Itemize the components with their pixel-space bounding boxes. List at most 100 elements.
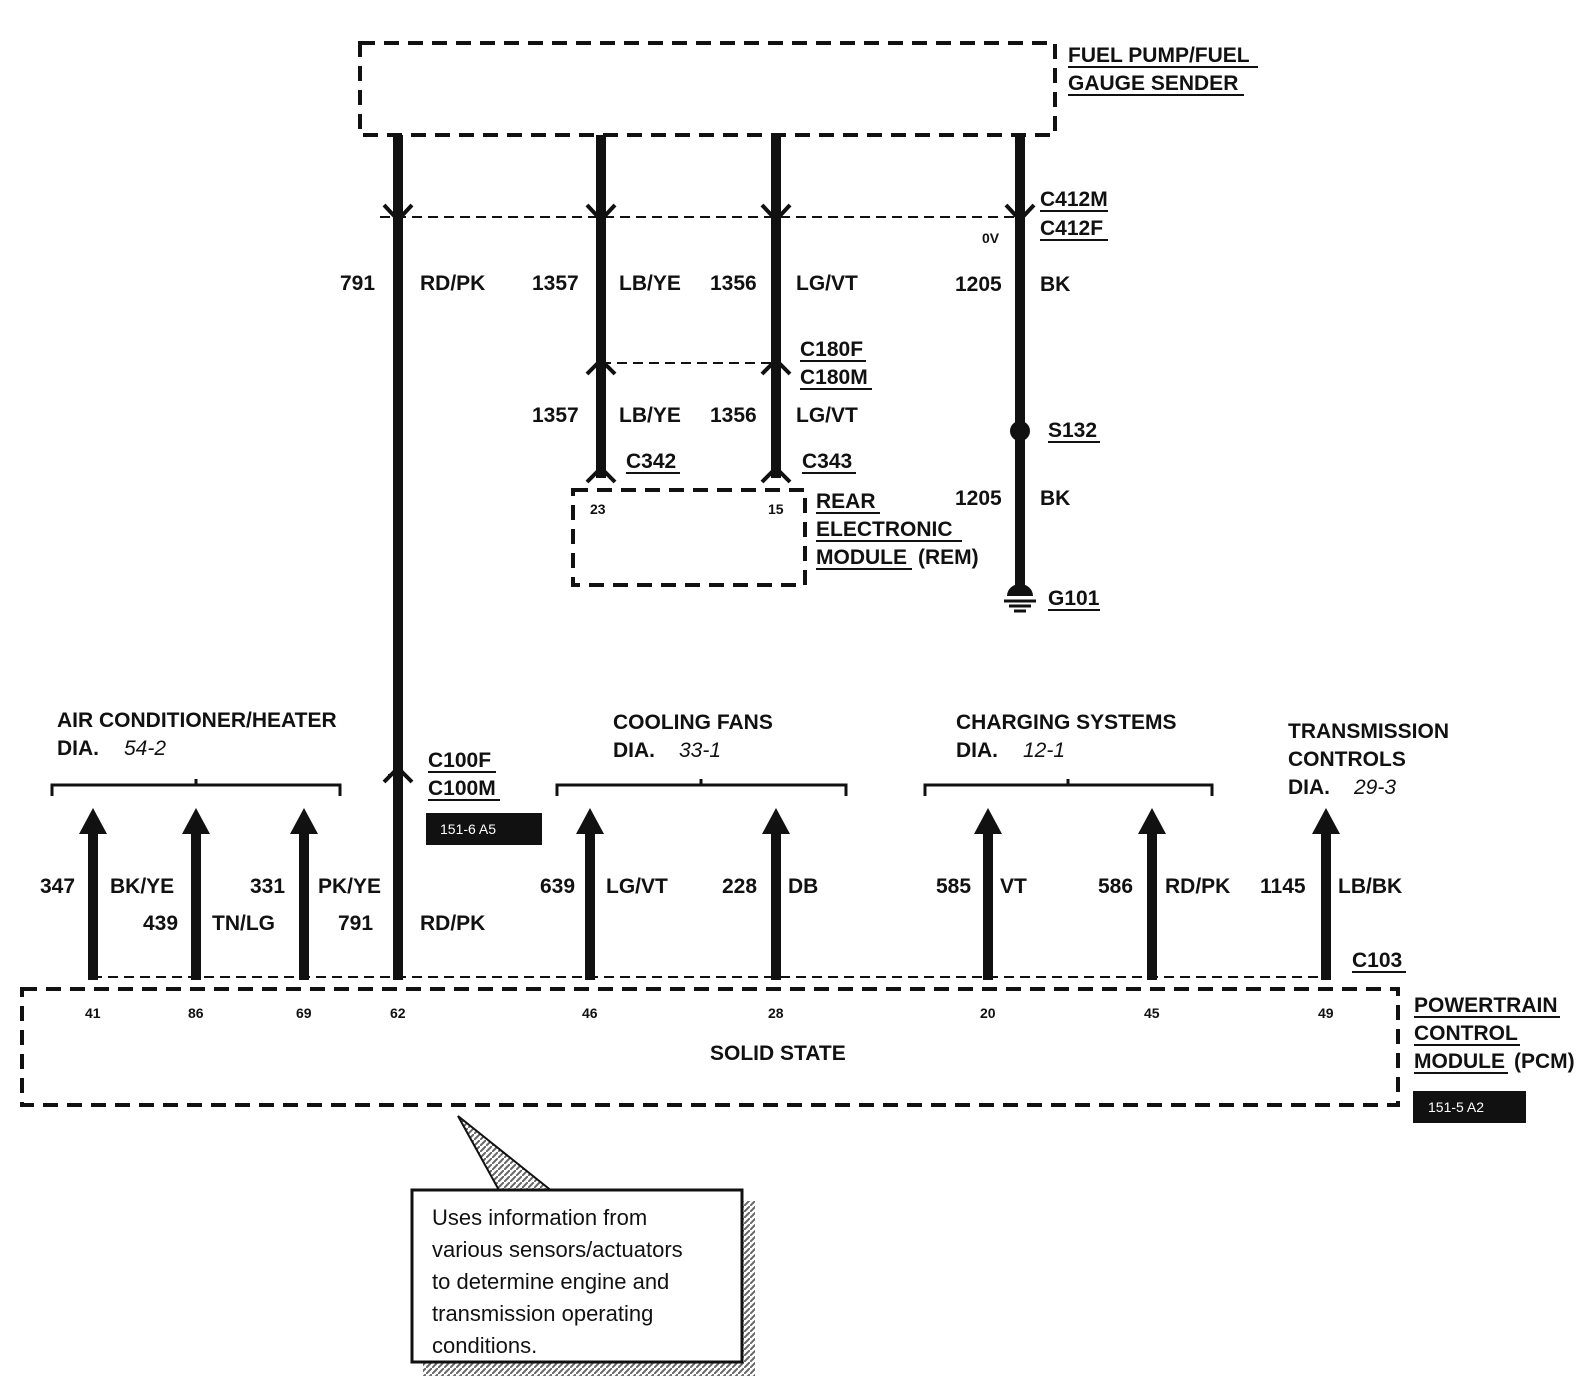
- charging-group-dia: DIA.: [956, 739, 998, 762]
- pcm-pin-45: 45: [1144, 1005, 1160, 1021]
- arrow-up-icon: [290, 808, 318, 834]
- ground-g101-label: G101: [1048, 587, 1100, 610]
- fuel-pump-label-line2: GAUGE SENDER: [1068, 72, 1238, 95]
- rem-pin-b: 15: [768, 501, 784, 517]
- wire-1356-lower-circuit: 1356: [710, 404, 757, 427]
- pcm-pin-46: 46: [582, 1005, 598, 1021]
- ac-group-bracket: [50, 779, 342, 796]
- c103-label: C103: [1352, 949, 1402, 972]
- pcm-pin-28: 28: [768, 1005, 784, 1021]
- arrow-up-icon: [576, 808, 604, 834]
- pcm-wire-586-color: RD/PK: [1165, 875, 1230, 898]
- c343-label: C343: [802, 450, 852, 473]
- pcm-wire-586-circuit: 586: [1098, 875, 1133, 898]
- splice-s132-dot: [1010, 421, 1030, 441]
- ground-wire-color: BK: [1040, 487, 1070, 510]
- pcm-wire-228-circuit: 228: [722, 875, 757, 898]
- pcm-wire-439-color: TN/LG: [212, 912, 275, 935]
- pcm-wire-1145-color: LB/BK: [1338, 875, 1402, 898]
- pcm-pin-41: 41: [85, 1005, 101, 1021]
- pcm-label-line1: POWERTRAIN: [1414, 994, 1558, 1017]
- arrow-up-icon: [974, 808, 1002, 834]
- pcm-label-suffix: (PCM): [1514, 1050, 1575, 1073]
- pcm-pin-86: 86: [188, 1005, 204, 1021]
- arrow-up-icon: [182, 808, 210, 834]
- rem-label-line3: MODULE: [816, 546, 907, 569]
- trans-group-dia: DIA.: [1288, 776, 1330, 799]
- splice-s132-label: S132: [1048, 419, 1097, 442]
- pcm-wire-331-color: PK/YE: [318, 875, 381, 898]
- note-pointer: [457, 1115, 556, 1193]
- trans-group-line2: CONTROLS: [1288, 748, 1406, 771]
- pcm-wire-228-color: DB: [788, 875, 818, 898]
- note-line-2: various sensors/actuators: [432, 1237, 683, 1262]
- wire-1357-circuit: 1357: [532, 272, 579, 295]
- pcm-wire-group: [79, 808, 1340, 980]
- rem-label-suffix: (REM): [918, 546, 979, 569]
- arrow-c343: [760, 465, 792, 484]
- pcm-pin-20: 20: [980, 1005, 996, 1021]
- fans-group-title: COOLING FANS: [613, 711, 773, 734]
- wire-1357-lower-circuit: 1357: [532, 404, 579, 427]
- pcm-wire-791-circuit: 791: [338, 912, 373, 935]
- ac-group-title: AIR CONDITIONER/HEATER: [57, 709, 337, 732]
- ground-symbol-icon: [1004, 584, 1036, 613]
- c180-bottom-label: C180M: [800, 366, 868, 389]
- ac-group-dia: DIA.: [57, 737, 99, 760]
- pcm-wire-347-circuit: 347: [40, 875, 75, 898]
- fuel-pump-label-line1: FUEL PUMP/FUEL: [1068, 44, 1250, 67]
- c412-bottom-label: C412F: [1040, 217, 1103, 240]
- rem-box: [571, 488, 807, 587]
- pcm-wire-639-color: LG/VT: [606, 875, 668, 898]
- note-line-3: to determine engine and: [432, 1269, 669, 1294]
- pcm-wire-1145-circuit: 1145: [1260, 875, 1306, 898]
- pcm-pin-62: 62: [390, 1005, 406, 1021]
- rem-pin-a: 23: [590, 501, 606, 517]
- arrow-c100: [382, 765, 414, 784]
- pcm-wire-347-color: BK/YE: [110, 875, 174, 898]
- arrow-c412-1357: [585, 203, 617, 223]
- fans-group-dia: DIA.: [613, 739, 655, 762]
- ground-wire-circuit: 1205: [955, 487, 1002, 510]
- note-box: [410, 1188, 744, 1364]
- pcm-pin-69: 69: [296, 1005, 312, 1021]
- arrow-c412-791: [382, 203, 414, 223]
- wire-791-circuit: 791: [340, 272, 375, 295]
- charging-group-title: CHARGING SYSTEMS: [956, 711, 1177, 734]
- note-line-4: transmission operating: [432, 1301, 653, 1326]
- trans-group-num: 29-3: [1353, 776, 1396, 799]
- wire-1205-circuit: 1205: [955, 273, 1002, 296]
- wire-1205-color: BK: [1040, 273, 1070, 296]
- trans-group-line1: TRANSMISSION: [1288, 720, 1449, 743]
- pcm-state-text: SOLID STATE: [710, 1042, 846, 1065]
- pcm-wire-331-circuit: 331: [250, 875, 285, 898]
- wire-1357-color: LB/YE: [619, 272, 681, 295]
- pcm-wire-439-circuit: 439: [143, 912, 178, 935]
- rem-label-line2: ELECTRONIC: [816, 518, 953, 541]
- c180-top-label: C180F: [800, 338, 863, 361]
- arrow-c342: [585, 465, 617, 484]
- wire-1356-circuit: 1356: [710, 272, 757, 295]
- arrow-up-icon: [1312, 808, 1340, 834]
- arrow-up-icon: [762, 808, 790, 834]
- arrow-c180-1357: [585, 357, 617, 376]
- c100-ref-text: 151-6 A5: [440, 821, 496, 837]
- wire-1356-lower-color: LG/VT: [796, 404, 858, 427]
- rem-label-line1: REAR: [816, 490, 876, 513]
- note-line-1: Uses information from: [432, 1205, 647, 1230]
- arrow-up-icon: [79, 808, 107, 834]
- pcm-label-line2: CONTROL: [1414, 1022, 1518, 1045]
- pcm-ref-tag: [1413, 1091, 1526, 1123]
- fuel-pump-box: [358, 41, 1057, 137]
- c342-label: C342: [626, 450, 676, 473]
- c100-top-label: C100F: [428, 749, 491, 772]
- charging-group-num: 12-1: [1023, 739, 1065, 762]
- wire-1357-lower-color: LB/YE: [619, 404, 681, 427]
- c100-ref-tag: [426, 813, 542, 845]
- fans-group-bracket: [555, 779, 848, 796]
- c100-bottom-label: C100M: [428, 777, 496, 800]
- pcm-wire-585-color: VT: [1000, 875, 1027, 898]
- pcm-wire-639-circuit: 639: [540, 875, 575, 898]
